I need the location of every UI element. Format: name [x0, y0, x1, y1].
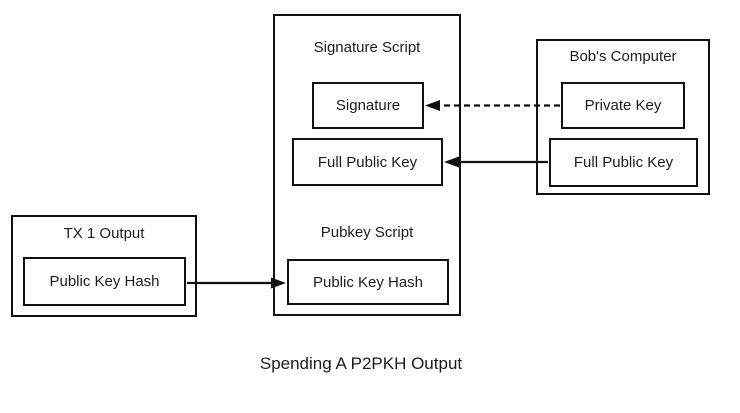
signature-script-container: Signature Script Signature Full Public K… — [273, 14, 461, 316]
tx1-public-key-hash-box: Public Key Hash — [23, 257, 186, 306]
public-key-hash-arrow — [187, 277, 286, 289]
script-public-key-hash-label: Public Key Hash — [312, 273, 424, 291]
script-full-public-key-box: Full Public Key — [292, 138, 443, 186]
signature-script-title: Signature Script — [313, 39, 421, 56]
bobs-computer-title: Bob's Computer — [569, 48, 677, 65]
bob-full-public-key-label: Full Public Key — [573, 154, 674, 171]
diagram-caption: Spending A P2PKH Output — [259, 354, 463, 373]
tx1-output-title: TX 1 Output — [63, 225, 145, 242]
bobs-computer-container: Bob's Computer Private Key Full Public K… — [536, 39, 710, 195]
tx1-public-key-hash-label: Public Key Hash — [49, 273, 160, 290]
script-public-key-hash-box: Public Key Hash — [287, 259, 449, 305]
script-full-public-key-label: Full Public Key — [317, 153, 418, 171]
private-key-box: Private Key — [561, 82, 685, 129]
signature-label: Signature — [335, 97, 401, 114]
private-key-label: Private Key — [584, 97, 662, 114]
bob-full-public-key-box: Full Public Key — [549, 138, 698, 187]
signature-box: Signature — [312, 82, 424, 129]
pubkey-script-title: Pubkey Script — [320, 224, 414, 241]
tx1-output-container: TX 1 Output Public Key Hash — [11, 215, 197, 317]
